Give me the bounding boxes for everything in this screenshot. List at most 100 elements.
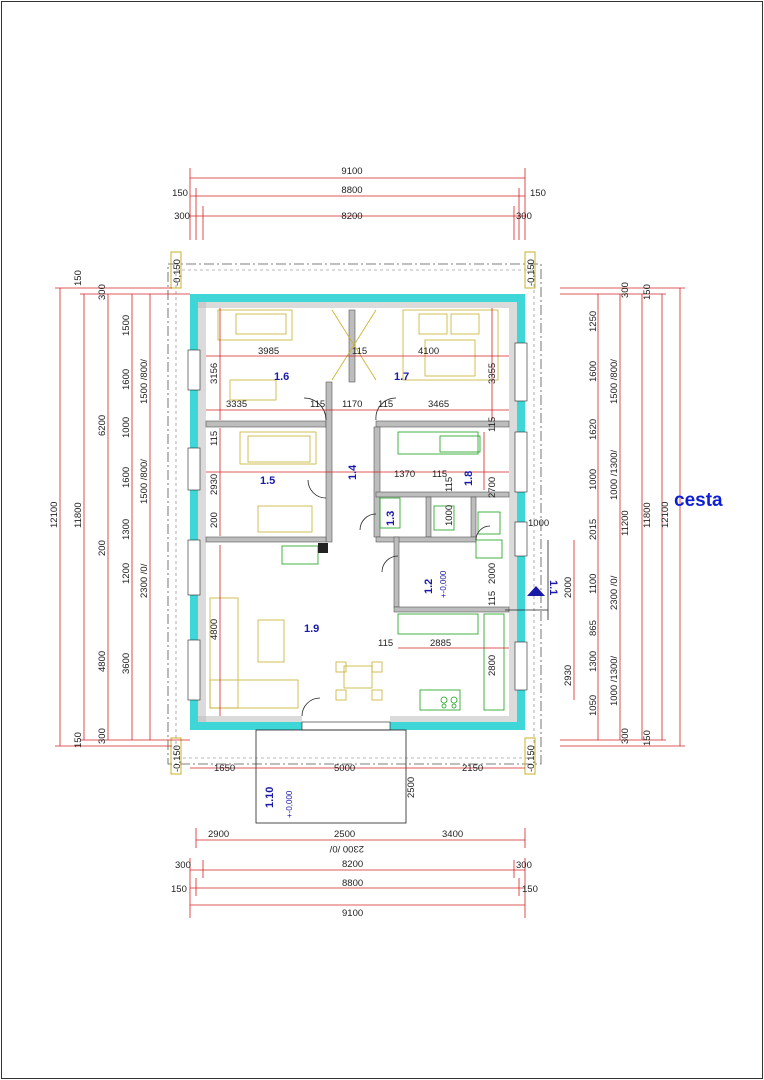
dim-1370: 1370 bbox=[394, 469, 415, 480]
dim-left-300-top: 300 bbox=[97, 284, 108, 300]
dim-bot-2500: 2500 bbox=[334, 829, 355, 840]
level-bottom-right: -0,150 bbox=[526, 745, 537, 772]
entrance-arrow-icon bbox=[527, 586, 545, 596]
road-label: cesta bbox=[674, 490, 723, 511]
dim-115-f: 115 bbox=[432, 469, 447, 480]
dim-3335: 3335 bbox=[226, 399, 247, 410]
dim-right-865: 865 bbox=[588, 620, 599, 636]
dim-right-2930: 2930 bbox=[563, 665, 574, 686]
dim-115-b: 115 bbox=[310, 399, 325, 410]
dim-left-300-bottom: 300 bbox=[97, 728, 108, 744]
foundation-outline bbox=[167, 263, 542, 765]
dim-right-1300: 1300 bbox=[588, 651, 599, 672]
dim-left-150-top: 150 bbox=[73, 270, 84, 286]
dim-115-a: 115 bbox=[352, 346, 367, 357]
dim-right-300-top: 300 bbox=[620, 282, 631, 298]
bottom-dimension-chain: 1650 5000 2150 2500 2900 2500 3400 2300 … bbox=[171, 763, 538, 919]
dim-right-window-3: 2300 /0/ bbox=[609, 575, 620, 610]
dim-2700: 2700 bbox=[487, 477, 498, 498]
room-1-2: 1.2 bbox=[423, 579, 435, 594]
dim-left-window-1: 1500 /800/ bbox=[139, 359, 150, 404]
dim-4800: 4800 bbox=[209, 619, 220, 640]
dim-top-300-right: 300 bbox=[516, 211, 532, 222]
dim-bot-8800: 8800 bbox=[342, 878, 363, 889]
dim-left-4800: 4800 bbox=[97, 651, 108, 672]
dim-open-1650: 1650 bbox=[214, 763, 235, 774]
dim-left-1600-b: 1600 bbox=[121, 467, 132, 488]
dim-left-11800: 11800 bbox=[73, 502, 84, 528]
room-1-8: 1.8 bbox=[463, 471, 475, 486]
dim-left-window-3: 2300 /0/ bbox=[139, 563, 150, 598]
dim-2000: 2000 bbox=[487, 563, 498, 584]
dim-right-1050: 1050 bbox=[588, 695, 599, 716]
dim-115-g: 115 bbox=[444, 477, 455, 492]
dim-left-1500: 1500 bbox=[121, 315, 132, 336]
dim-open-2150: 2150 bbox=[462, 763, 483, 774]
inner-dimensions: 3985 115 4100 3156 3355 3335 115 1170 11… bbox=[206, 308, 509, 716]
room-1-1: 1.1 bbox=[547, 580, 559, 595]
dim-right-window-2: 1000 /1300/ bbox=[609, 449, 620, 500]
dim-right-2000: 2000 bbox=[563, 577, 574, 598]
dim-right-300-bottom: 300 bbox=[620, 728, 631, 744]
dim-115-i: 115 bbox=[378, 638, 393, 649]
dim-115-h: 115 bbox=[487, 591, 498, 606]
dim-bot-3400: 3400 bbox=[442, 829, 463, 840]
dim-left-1600-a: 1600 bbox=[121, 369, 132, 390]
dim-right-2015: 2015 bbox=[588, 519, 599, 540]
room-1-5: 1.5 bbox=[260, 475, 275, 487]
dim-open-5000: 5000 bbox=[334, 763, 355, 774]
dim-left-6200: 6200 bbox=[97, 415, 108, 436]
dim-right-11800: 11800 bbox=[642, 502, 653, 528]
dim-3355: 3355 bbox=[487, 363, 498, 384]
room-1-4: 1.4 bbox=[347, 464, 359, 480]
dim-right-1100: 1100 bbox=[588, 574, 599, 594]
level-markers: -0,150 -0,150 -0,150 -0,150 bbox=[170, 251, 537, 775]
dim-top-150-left: 150 bbox=[172, 188, 188, 199]
dim-right-1600: 1600 bbox=[588, 361, 599, 382]
room-1-3: 1.3 bbox=[385, 511, 397, 526]
right-dimension-chain: 300 1250 1600 1620 1000 2015 1100 865 13… bbox=[528, 282, 685, 747]
dim-top-300-left: 300 bbox=[174, 211, 190, 222]
dim-3465: 3465 bbox=[428, 399, 449, 410]
dim-right-11200: 11200 bbox=[620, 510, 631, 536]
dim-2800: 2800 bbox=[487, 655, 498, 676]
dim-top-8800: 8800 bbox=[341, 185, 362, 196]
left-dimension-chain: 12100 11800 150 150 300 6200 200 4800 30… bbox=[49, 270, 190, 748]
dim-top-150-right: 150 bbox=[530, 188, 546, 199]
room-1-6: 1.6 bbox=[274, 371, 289, 383]
room-1-7: 1.7 bbox=[394, 371, 409, 383]
dim-bot-300-left: 300 bbox=[175, 860, 191, 871]
dim-top-9100: 9100 bbox=[341, 166, 362, 177]
foundation-inner-outline bbox=[175, 269, 535, 759]
top-dimension-chain: 9100 150 8800 150 300 8200 300 bbox=[172, 166, 546, 240]
dim-4100: 4100 bbox=[418, 346, 439, 357]
dim-bot-2300-0: 2300 /0/ bbox=[329, 843, 364, 854]
dim-3985: 3985 bbox=[258, 346, 279, 357]
dim-right-12100: 12100 bbox=[660, 502, 671, 528]
doors bbox=[301, 397, 491, 717]
dim-bot-150-right: 150 bbox=[522, 884, 538, 895]
dim-right-150-top: 150 bbox=[642, 284, 653, 300]
room-1-10: 1.10 bbox=[264, 787, 276, 808]
dim-left-3600: 3600 bbox=[121, 653, 132, 674]
interior-walls bbox=[205, 309, 510, 613]
kitchen-and-sanitary bbox=[281, 431, 505, 711]
dim-200: 200 bbox=[209, 512, 220, 528]
room-1-9: 1.9 bbox=[304, 623, 319, 635]
room-labels: 1.6 1.7 1.5 1.4 1.3 1.8 1.2 +-0,000 1.9 … bbox=[260, 371, 559, 818]
dim-2885: 2885 bbox=[430, 638, 451, 649]
terrace-outline bbox=[255, 729, 407, 824]
dim-1170: 1170 bbox=[342, 399, 362, 410]
furniture bbox=[209, 309, 499, 709]
dim-left-1300: 1300 bbox=[121, 519, 132, 540]
dim-top-8200: 8200 bbox=[341, 211, 362, 222]
dim-left-200: 200 bbox=[97, 540, 108, 556]
dim-bot-2900: 2900 bbox=[208, 829, 229, 840]
dim-right-1000: 1000 bbox=[588, 469, 599, 490]
dim-left-12100: 12100 bbox=[49, 502, 60, 528]
dim-right-1000-entry: 1000 bbox=[528, 518, 549, 529]
dim-left-window-2: 1500 /800/ bbox=[139, 459, 150, 504]
level-bottom-left: -0,150 bbox=[172, 745, 183, 772]
